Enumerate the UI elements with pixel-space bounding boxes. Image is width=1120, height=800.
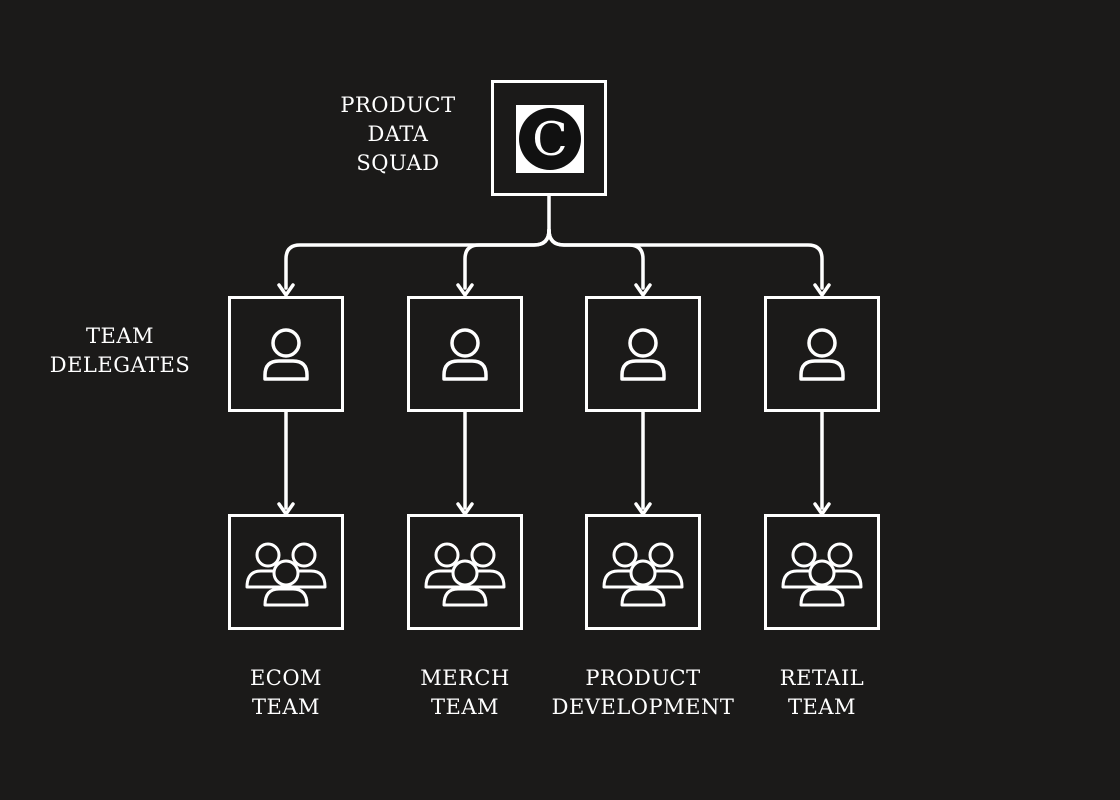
group-icon	[245, 542, 327, 607]
delegates-label-line-2: DELEGATES	[49, 353, 191, 377]
team-label-2-line-1: MERCH	[420, 666, 510, 690]
team-label-2: MERCH TEAM	[385, 664, 545, 722]
delegates-label: TEAM DELEGATES	[40, 322, 200, 380]
team-label-4-line-2: TEAM	[787, 695, 856, 719]
delegate-node-2	[407, 296, 523, 412]
root-label-line-2: DATA	[367, 122, 429, 146]
team-label-3-line-2: DEVELOPMENT	[551, 695, 735, 719]
team-node-1	[228, 514, 344, 630]
team-label-3: PRODUCT DEVELOPMENT	[543, 664, 743, 722]
arrowhead-delegate-1	[277, 283, 295, 297]
person-icon	[620, 328, 666, 381]
team-node-3	[585, 514, 701, 630]
team-label-4-line-1: RETAIL	[779, 666, 865, 690]
root-label-line-3: SQUAD	[356, 151, 440, 175]
team-node-4	[764, 514, 880, 630]
root-node: C	[491, 80, 607, 196]
team-node-2	[407, 514, 523, 630]
delegate-node-1	[228, 296, 344, 412]
person-icon	[263, 328, 309, 381]
arrowhead-delegate-3	[634, 283, 652, 297]
logo-c-icon: C	[516, 105, 584, 173]
delegates-label-line-1: TEAM	[85, 324, 154, 348]
arrowhead-delegate-2	[456, 283, 474, 297]
group-icon	[424, 542, 506, 607]
team-label-1-line-2: TEAM	[251, 695, 320, 719]
connector-root-to-delegate-3	[547, 228, 645, 290]
team-label-1: ECOM TEAM	[206, 664, 366, 722]
connector-root-to-delegate-2	[463, 228, 551, 290]
team-label-2-line-2: TEAM	[430, 695, 499, 719]
arrowhead-delegate-4	[813, 283, 831, 297]
logo-letter: C	[532, 112, 567, 166]
delegate-node-4	[764, 296, 880, 412]
team-label-1-line-1: ECOM	[249, 666, 323, 690]
delegate-node-3	[585, 296, 701, 412]
person-icon	[799, 328, 845, 381]
connector-root-trunk	[284, 194, 551, 290]
connector-root-to-delegate-4	[547, 228, 824, 290]
group-icon	[781, 542, 863, 607]
person-icon	[442, 328, 488, 381]
team-label-4: RETAIL TEAM	[742, 664, 902, 722]
root-label: PRODUCT DATA SQUAD	[328, 91, 468, 178]
group-icon	[602, 542, 684, 607]
team-label-3-line-1: PRODUCT	[585, 666, 701, 690]
root-label-line-1: PRODUCT	[340, 93, 456, 117]
